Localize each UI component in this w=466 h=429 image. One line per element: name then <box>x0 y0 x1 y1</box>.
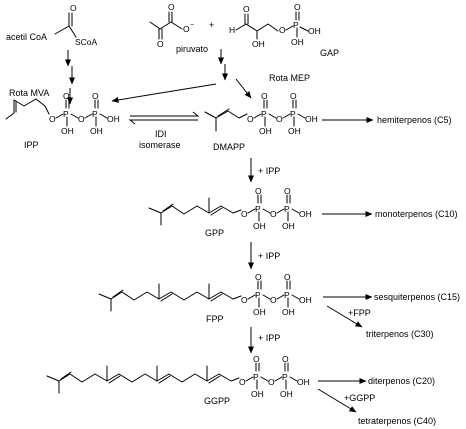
gpp-p1-oxygen: O <box>255 186 262 196</box>
dmapp-p1-oh: OH <box>259 126 272 136</box>
triterpenes-product: triterpenos (C30) <box>366 329 434 339</box>
ggpp-ester-oxygen: O <box>239 377 246 387</box>
dmapp-label: DMAPP <box>213 142 245 152</box>
gap-p-oh-bottom: OH <box>291 37 304 47</box>
fpp-p2-oh-right: OH <box>299 295 312 305</box>
carbonyl-oxygen: O <box>70 3 77 13</box>
mep-pathway-label: Rota MEP <box>269 73 310 83</box>
gpp-p2-oxygen: O <box>284 186 291 196</box>
pyruvate-structure: O O O − piruvato <box>149 2 208 54</box>
ipp-structure: O P O OH O P O OH OH IPP <box>5 91 120 150</box>
acetyl-coa-label: acetil CoA <box>6 32 47 42</box>
dmapp-phosphorus-2: P <box>290 109 296 119</box>
monoterpenes-product: monoterpenos (C10) <box>375 209 458 219</box>
fpp-phosphorus-1: P <box>255 290 261 300</box>
gap-label: GAP <box>320 48 339 58</box>
mva-pathway-arrows: Rota MVA <box>9 50 75 105</box>
gap-aldehyde-h: H <box>229 25 235 35</box>
ggpp-p2-oxygen: O <box>282 354 289 364</box>
ipp-addition-1: + IPP <box>258 166 280 176</box>
mep-pathway-arrows: Rota MEP <box>111 49 310 103</box>
ipp-ester-oxygen: O <box>49 114 56 124</box>
ipp-phosphorus-2: P <box>92 109 98 119</box>
dmapp-structure: O P O OH O P O OH OH DMAPP <box>204 91 318 152</box>
pyruvate-anion-oxygen: O <box>183 24 190 34</box>
ggpp-addition: +GGPP <box>344 393 375 403</box>
fpp-p2-oxygen: O <box>284 272 291 282</box>
gpp-p2-oh-right: OH <box>299 209 312 219</box>
ggpp-structure: O P O OH O P O OH OH GGPP <box>46 354 310 406</box>
fpp-p2-oh-bottom: OH <box>282 307 295 317</box>
dmapp-ester-oxygen: O <box>247 114 254 124</box>
gap-aldehyde-oxygen: O <box>243 4 250 14</box>
gpp-p1-oh: OH <box>253 221 266 231</box>
fpp-ester-oxygen: O <box>241 295 248 305</box>
ipp-phosphorus-1: P <box>63 109 69 119</box>
gap-ester-oxygen: O <box>279 25 286 35</box>
negative-charge: − <box>190 22 194 29</box>
ggpp-phosphorus-1: P <box>253 372 259 382</box>
ipp-addition-3: + IPP <box>258 333 280 343</box>
gpp-ester-oxygen: O <box>241 209 248 219</box>
pyruvate-label: piruvato <box>176 44 208 54</box>
ggpp-label: GGPP <box>204 396 230 406</box>
hemiterpenes-product: hemiterpenos (C5) <box>377 115 452 125</box>
dmapp-p1-oxygen: O <box>261 91 268 101</box>
gap-hydroxyl: OH <box>252 39 265 49</box>
gpp-bridge-oxygen: O <box>270 209 277 219</box>
gpp-label: GPP <box>205 228 224 238</box>
ggpp-bridge-oxygen: O <box>268 377 275 387</box>
ipp-bridge-oxygen: O <box>78 114 85 124</box>
fpp-addition: +FPP <box>348 308 371 318</box>
dmapp-p2-oh-bottom: OH <box>288 126 301 136</box>
gap-p-oh-right: OH <box>308 26 321 36</box>
fpp-structure: O P O OH O P O OH OH FPP <box>98 272 312 324</box>
fpp-bridge-oxygen: O <box>270 295 277 305</box>
fpp-label: FPP <box>206 314 224 324</box>
ipp-p1-oh: OH <box>61 126 74 136</box>
ggpp-p1-oh: OH <box>251 389 264 399</box>
ipp-p2-oxygen: O <box>92 91 99 101</box>
pyruvate-keto-oxygen: O <box>157 39 164 49</box>
ggpp-p2-oh-bottom: OH <box>280 389 293 399</box>
fpp-p1-oh: OH <box>253 307 266 317</box>
sesquiterpenes-product: sesquiterpenos (C15) <box>374 292 460 302</box>
ipp-p2-oh-bottom: OH <box>90 126 103 136</box>
ggpp-p1-oxygen: O <box>253 354 260 364</box>
idi-equilibrium: IDI isomerase <box>128 111 200 150</box>
dmapp-bridge-oxygen: O <box>276 114 283 124</box>
plus-sign: + <box>209 20 214 30</box>
gpp-phosphorus-1: P <box>255 204 261 214</box>
idi-label: IDI <box>155 129 167 139</box>
dmapp-p2-oxygen: O <box>290 91 297 101</box>
fpp-phosphorus-2: P <box>284 290 290 300</box>
ipp-p2-oh-right: OH <box>107 114 120 124</box>
acetyl-coa-structure: acetil CoA O SCoA <box>6 3 98 47</box>
ggpp-phosphorus-2: P <box>282 372 288 382</box>
gap-phosphorus: P <box>293 20 299 30</box>
ggpp-p2-oh-right: OH <box>297 377 310 387</box>
pyruvate-acid-oxygen: O <box>168 2 175 12</box>
fpp-p1-oxygen: O <box>255 272 262 282</box>
ipp-addition-2: + IPP <box>258 251 280 261</box>
diterpenes-product: diterpenos (C20) <box>368 376 435 386</box>
gpp-structure: O P O OH O P O OH OH GPP <box>148 186 312 238</box>
gpp-phosphorus-2: P <box>284 204 290 214</box>
gap-phosphoryl-oxygen: O <box>294 2 301 12</box>
dmapp-phosphorus-1: P <box>261 109 267 119</box>
gpp-p2-oh-bottom: OH <box>282 221 295 231</box>
scoa-group: SCoA <box>75 37 98 47</box>
gap-structure: H O OH O P O OH OH GAP <box>229 2 339 58</box>
mva-pathway-label: Rota MVA <box>9 88 49 98</box>
dmapp-p2-oh-right: OH <box>305 114 318 124</box>
isomerase-label: isomerase <box>139 140 181 150</box>
ipp-label: IPP <box>24 140 39 150</box>
ipp-p1-oxygen: O <box>63 91 70 101</box>
tetraterpenes-product: tetraterpenos (C40) <box>358 416 436 426</box>
